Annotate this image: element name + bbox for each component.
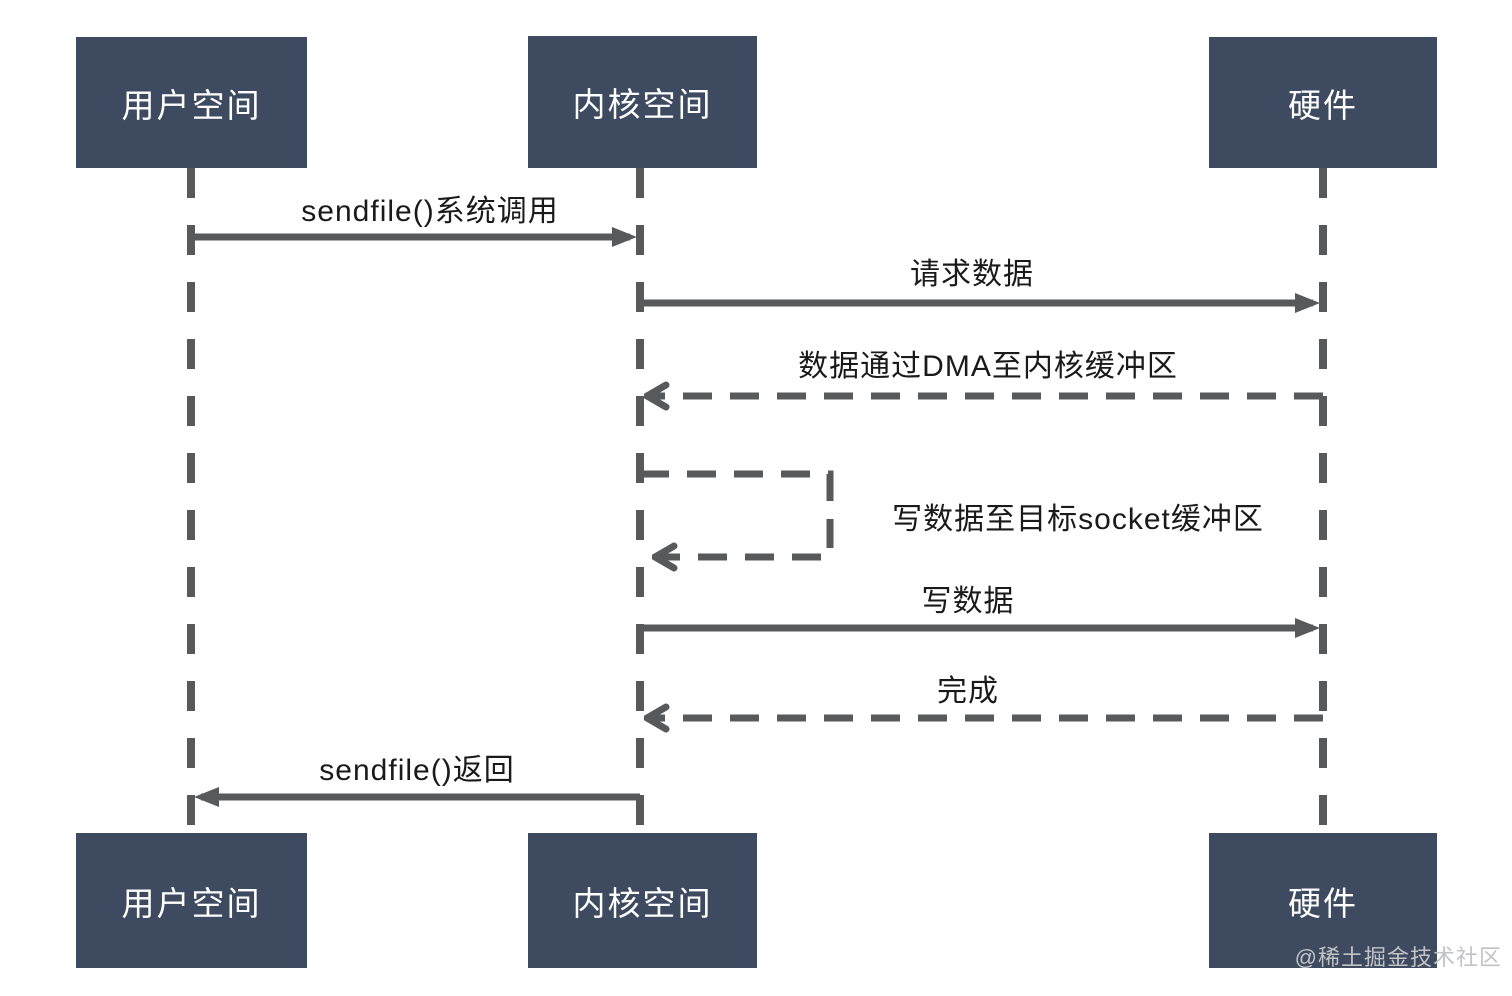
message-label-write-data: 写数据 [921, 585, 1015, 618]
message-label-sendfile-return: sendfile()返回 [319, 754, 515, 787]
message-label-write-to-socket-buffer: 写数据至目标socket缓冲区 [892, 503, 1264, 536]
actor-label: 内核空间 [572, 86, 713, 123]
actor-label: 用户空间 [121, 884, 262, 922]
actor-box-hardware-bottom: 硬件 [1209, 833, 1437, 968]
message-label-request-data: 请求数据 [910, 258, 1034, 291]
actor-box-user-bottom: 用户空间 [76, 833, 307, 968]
actor-box-hardware-top: 硬件 [1209, 37, 1437, 168]
actor-label: 用户空间 [121, 86, 262, 124]
message-label-done: 完成 [937, 675, 999, 708]
arrow-write-to-socket-buffer-self-loop [640, 470, 834, 557]
message-label-dma-to-kernel-buffer: 数据通过DMA至内核缓冲区 [798, 350, 1178, 383]
watermark: @稀土掘金技术社区 [1294, 945, 1502, 970]
actor-box-user-top: 用户空间 [76, 37, 307, 168]
message-label-sendfile-syscall: sendfile()系统调用 [301, 195, 559, 228]
actor-label: 硬件 [1288, 86, 1358, 124]
actor-box-kernel-top: 内核空间 [528, 36, 757, 168]
actor-label: 硬件 [1288, 884, 1358, 922]
actor-box-kernel-bottom: 内核空间 [528, 833, 757, 968]
actor-label: 内核空间 [572, 884, 713, 922]
